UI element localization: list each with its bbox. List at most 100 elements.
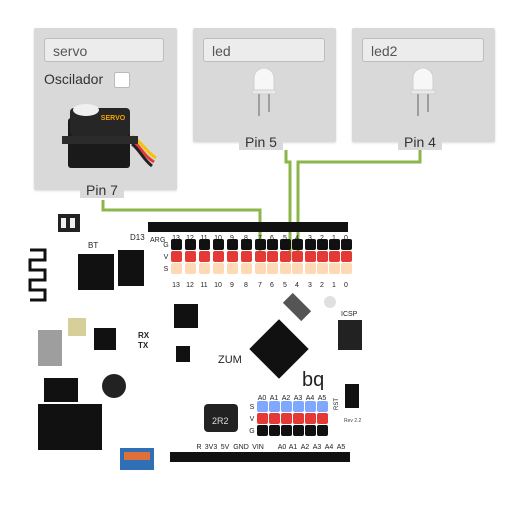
servo-component-card[interactable]: servo Oscilador SERVO Pin 7 (34, 28, 177, 198)
servo-icon: SERVO (62, 104, 157, 168)
pin-socket[interactable] (305, 263, 316, 274)
power-pin-label: 5V (221, 444, 230, 451)
reset-hole (324, 296, 336, 308)
rev-label: Rev 2.2 (344, 418, 361, 424)
analog-pin-socket[interactable] (281, 401, 292, 412)
pin-socket[interactable] (199, 263, 210, 274)
pin-socket[interactable] (213, 263, 224, 274)
pin-socket[interactable] (213, 239, 224, 250)
analog-pin-socket[interactable] (269, 413, 280, 424)
icsp-header (338, 320, 362, 350)
pin-socket[interactable] (317, 239, 328, 250)
analog-pin-label: A5 (318, 395, 327, 402)
analog-pin-label: A4 (306, 395, 315, 402)
analog-pin-socket[interactable] (305, 425, 316, 436)
analog-pin-socket[interactable] (257, 413, 268, 424)
analog-pin-socket[interactable] (269, 425, 280, 436)
servo-icon-text: SERVO (101, 115, 126, 122)
pin-socket[interactable] (341, 263, 352, 274)
pin-socket[interactable] (267, 263, 278, 274)
pin-socket[interactable] (255, 239, 266, 250)
analog-pin-socket[interactable] (293, 413, 304, 424)
pin-socket[interactable] (171, 251, 182, 262)
led2-component-card[interactable]: led2 Pin 4 (352, 28, 495, 150)
pin-socket[interactable] (317, 263, 328, 274)
pin-socket[interactable] (280, 263, 291, 274)
pin-socket[interactable] (292, 239, 303, 250)
digital-pin-label: 7 (258, 235, 262, 242)
analog-pin-socket[interactable] (317, 425, 328, 436)
pin-socket[interactable] (255, 251, 266, 262)
bt-antenna (28, 248, 47, 302)
wire-pin7 (101, 200, 262, 260)
pin-socket[interactable] (241, 263, 252, 274)
analog-pin-socket[interactable] (305, 401, 316, 412)
analog-pin-socket[interactable] (293, 425, 304, 436)
power-pin-label: VIN (252, 444, 264, 451)
pin-socket[interactable] (341, 251, 352, 262)
analog-row-letter: V (250, 416, 255, 423)
servo-name-field[interactable]: servo (44, 38, 164, 62)
pin-socket[interactable] (317, 251, 328, 262)
rx-label: RX (138, 331, 150, 340)
analog-pin-socket[interactable] (317, 401, 328, 412)
icsp-label: ICSP (341, 311, 358, 318)
analog-pin-socket[interactable] (269, 401, 280, 412)
wire-pin4 (296, 150, 422, 260)
led-component-card[interactable]: led Pin 5 (193, 28, 336, 150)
analog-pin-socket[interactable] (281, 425, 292, 436)
slide-switch (120, 448, 154, 470)
digital-pin-rows (171, 239, 352, 274)
pin-socket[interactable] (329, 263, 340, 274)
pin-socket[interactable] (185, 263, 196, 274)
pin-socket[interactable] (185, 239, 196, 250)
pin-socket[interactable] (341, 239, 352, 250)
analog-pin-label-bottom: A0 (278, 444, 287, 451)
analog-pin-socket[interactable] (281, 413, 292, 424)
chip-small-2 (176, 346, 190, 362)
bt-chip-2 (118, 250, 144, 286)
digital-pin-label: 4 (295, 235, 299, 242)
pin-socket[interactable] (267, 239, 278, 250)
oscillator-checkbox[interactable] (114, 72, 130, 88)
row-letters: GVS (163, 242, 168, 273)
pin-socket[interactable] (280, 251, 291, 262)
analog-pin-socket[interactable] (257, 401, 268, 412)
led-name-field[interactable]: led (203, 38, 325, 62)
pin-socket[interactable] (241, 239, 252, 250)
row-letter: G (163, 242, 168, 249)
analog-pin-socket[interactable] (257, 425, 268, 436)
pin-socket[interactable] (329, 251, 340, 262)
digital-pin-label: 3 (308, 235, 312, 242)
pin-socket[interactable] (329, 239, 340, 250)
analog-pin-socket[interactable] (317, 413, 328, 424)
pin-socket[interactable] (255, 263, 266, 274)
pin-socket[interactable] (292, 251, 303, 262)
pin-socket[interactable] (199, 239, 210, 250)
pin-socket[interactable] (227, 263, 238, 274)
led2-name-field[interactable]: led2 (362, 38, 484, 62)
pin-socket[interactable] (171, 263, 182, 274)
pin-socket[interactable] (199, 251, 210, 262)
pin-socket[interactable] (213, 251, 224, 262)
pin-socket[interactable] (292, 263, 303, 274)
pin-socket[interactable] (305, 239, 316, 250)
pin-socket[interactable] (267, 251, 278, 262)
pin-socket[interactable] (305, 251, 316, 262)
pin-socket[interactable] (241, 251, 252, 262)
pin-socket[interactable] (227, 251, 238, 262)
diode-block (44, 378, 78, 402)
pin-socket[interactable] (171, 239, 182, 250)
analog-pin-socket[interactable] (305, 413, 316, 424)
analog-pin-socket[interactable] (293, 401, 304, 412)
pin-socket[interactable] (227, 239, 238, 250)
led2-pin-label: Pin 4 (398, 134, 442, 150)
pin-socket[interactable] (280, 239, 291, 250)
pin-socket[interactable] (185, 251, 196, 262)
board-model-label: ZUM (218, 354, 242, 366)
